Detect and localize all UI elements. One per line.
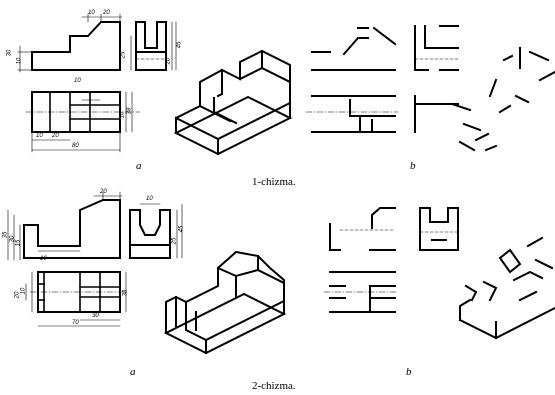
- figure-label-a: a: [130, 366, 136, 378]
- dim-label: 25: [120, 51, 127, 59]
- fig1b-isometric: [450, 47, 555, 152]
- dim-label: 30: [92, 313, 99, 319]
- dim-label: 38: [126, 107, 133, 115]
- dim-label: 35: [2, 231, 9, 239]
- dim-label: 20: [100, 189, 107, 195]
- figure-label-a: a: [136, 160, 142, 172]
- dim-label: 20: [52, 133, 59, 139]
- fig1b-front-view: [311, 26, 397, 71]
- fig1a-plan-view: [25, 91, 141, 153]
- dim-label: 10: [119, 111, 126, 119]
- dim-label: 20: [103, 10, 110, 16]
- fig1b-plan-view-side: [414, 95, 459, 133]
- dim-label: 20: [165, 57, 172, 65]
- dim-label: 10: [146, 196, 153, 202]
- fig2b-front-view: [329, 207, 396, 251]
- dim-label: 45: [176, 41, 183, 49]
- figure-caption: 1-chizma.: [252, 176, 296, 188]
- dim-label: 10: [20, 287, 27, 295]
- dim-label: 25: [171, 237, 178, 245]
- dim-label: 70: [72, 320, 79, 326]
- dim-label: 10: [74, 78, 81, 84]
- dim-label: 10: [16, 57, 23, 65]
- dim-label: 10: [36, 133, 43, 139]
- dim-label: 10: [88, 10, 95, 16]
- fig1b-plan-view: [305, 95, 399, 133]
- fig2b-isometric: [458, 236, 555, 340]
- figure-caption: 2-chizma.: [252, 380, 296, 392]
- fig2a-plan-view: [25, 271, 129, 327]
- fig2a-side-view: [129, 203, 183, 259]
- dim-label: 30: [6, 49, 13, 57]
- fig1a-front-view: [17, 13, 123, 73]
- fig1a-isometric: [173, 49, 293, 156]
- dim-label: 38: [122, 289, 129, 297]
- fig1a-side-view: [130, 21, 177, 71]
- figure-label-b: b: [406, 366, 412, 378]
- dim-label: 45: [178, 225, 185, 233]
- dim-label: 10: [40, 256, 47, 262]
- fig2b-side-view: [419, 207, 459, 251]
- fig2b-plan-view: [323, 271, 399, 313]
- dim-label: 15: [15, 239, 22, 247]
- figure-label-b: b: [410, 160, 416, 172]
- fig2a-isometric: [163, 250, 287, 355]
- fig1b-side-view: [414, 25, 459, 71]
- dim-label: 80: [72, 143, 79, 149]
- fig2a-front-view: [7, 191, 123, 261]
